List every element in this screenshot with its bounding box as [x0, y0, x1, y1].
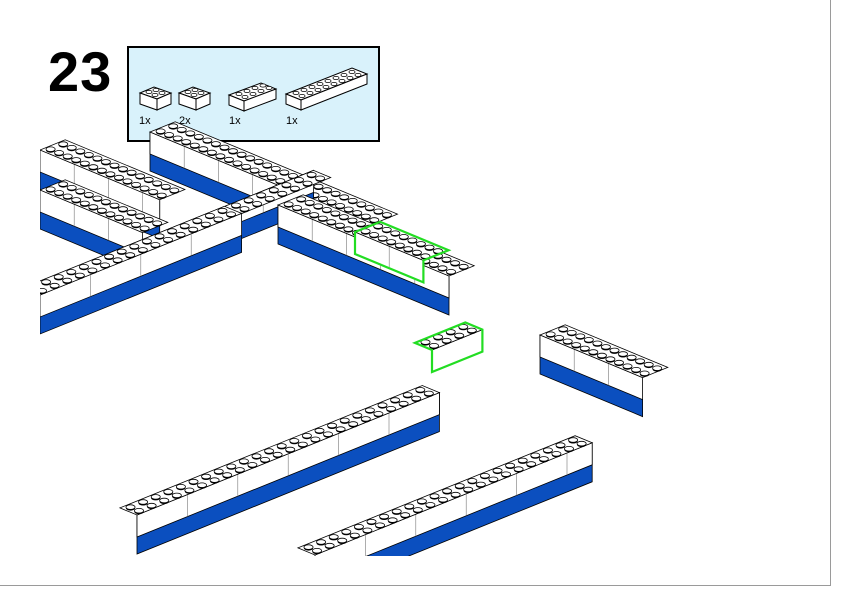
part-qty-3: 1x [229, 115, 241, 127]
brick-2x4-icon [227, 82, 278, 112]
wall-left-lower [40, 205, 243, 335]
part-qty-4: 1x [286, 115, 298, 127]
page-border [0, 0, 831, 586]
part-qty-2: 2x [179, 115, 191, 127]
brick-2x2-icon [177, 86, 212, 111]
step-number: 23 [48, 40, 113, 103]
brick-2x8-icon [284, 67, 369, 111]
wall-front-lower [296, 435, 594, 556]
new-brick-2x4 [412, 321, 484, 374]
part-qty-1: 1x [139, 115, 151, 127]
new-brick-2x8 [353, 220, 452, 285]
wall-right [538, 324, 669, 418]
wall-front-long [118, 385, 441, 555]
brick-2x2-icon [138, 86, 173, 111]
